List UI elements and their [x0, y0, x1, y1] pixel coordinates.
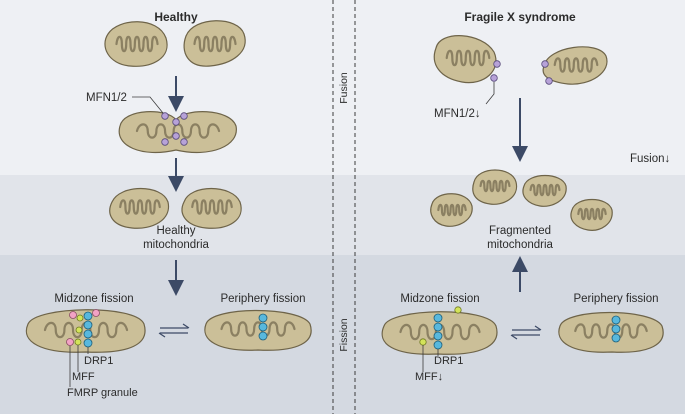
label-midzone-fission-right: Midzone fission — [400, 293, 479, 305]
mitochondrion — [104, 21, 168, 67]
label-healthy-mito-2: mitochondria — [143, 239, 209, 251]
mitochondrion-periphery-fission — [204, 309, 312, 351]
label-drp1-right: DRP1 — [434, 355, 463, 367]
label-fragmented-2: mitochondria — [487, 239, 553, 251]
label-mfn: MFN1/2 — [86, 92, 127, 104]
drp1-ring — [258, 313, 268, 341]
label-fusion-reduced: Fusion↓ — [630, 153, 670, 165]
mitochondrion — [181, 188, 242, 229]
label-mff-reduced: MFF↓ — [415, 371, 443, 383]
label-midzone-fission-left: Midzone fission — [54, 293, 133, 305]
label-fmrp-granule: FMRP granule — [67, 387, 138, 399]
mfn-proteins-reduced — [490, 60, 553, 85]
fmrp-granules — [66, 309, 100, 346]
drp1-ring — [611, 315, 621, 343]
mff-proteins-reduced — [419, 306, 462, 346]
stage-label-fission: Fission — [338, 318, 350, 351]
mitochondrion-fragment — [522, 174, 567, 207]
leader-line — [132, 96, 164, 114]
mitochondrion — [109, 188, 170, 229]
fused-mitochondrion — [118, 111, 237, 154]
mitochondrion-fragment — [472, 169, 518, 205]
panel-title-fxs: Fragile X syndrome — [464, 10, 576, 24]
mitochondrion — [183, 20, 246, 67]
panel-title-healthy: Healthy — [154, 10, 198, 24]
label-periphery-fission-right: Periphery fission — [573, 293, 658, 305]
drp1-ring — [83, 311, 93, 348]
mitochondrion-periphery-fission — [558, 311, 664, 353]
stage-label-fusion: Fusion — [338, 72, 350, 104]
mitochondrion-fragment — [430, 193, 473, 227]
label-mfn-reduced: MFN1/2↓ — [434, 108, 481, 120]
mff-proteins — [74, 314, 84, 346]
mitochondrion — [433, 35, 497, 84]
mitochondrion-fragment — [570, 198, 613, 231]
label-healthy-mito-1: Healthy — [157, 225, 196, 237]
label-periphery-fission-left: Periphery fission — [220, 293, 305, 305]
label-drp1-left: DRP1 — [84, 355, 113, 367]
label-fragmented-1: Fragmented — [489, 225, 551, 237]
label-mff-left: MFF — [72, 371, 95, 383]
drp1-ring — [433, 313, 443, 350]
mfn-protein-cluster — [161, 112, 188, 146]
leader-line — [485, 82, 495, 105]
